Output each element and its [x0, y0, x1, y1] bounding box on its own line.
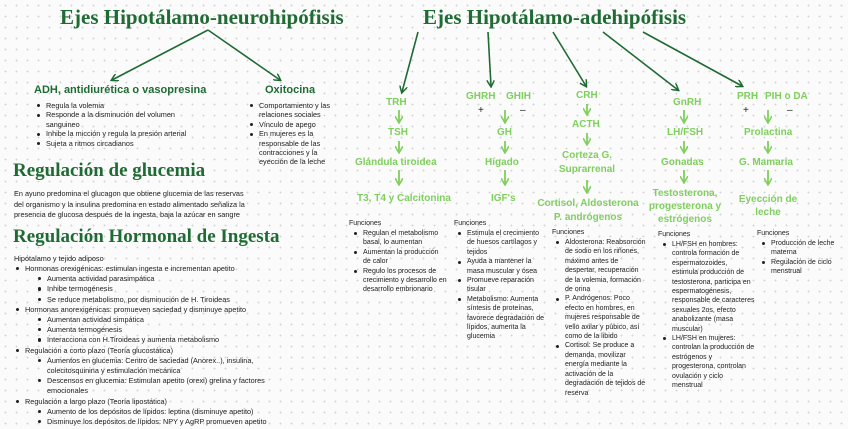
acth-label: ACTH — [572, 119, 600, 130]
adh-list: Regula la volemia Responde a la disminuc… — [35, 101, 205, 148]
igf-label: IGF's — [491, 193, 516, 204]
ingesta-list: Hormonas orexigénicas: estimulan ingesta… — [14, 264, 304, 427]
ingesta-heading: Regulación Hormonal de Ingesta — [13, 226, 280, 247]
prh-plus: + — [743, 105, 749, 116]
list-item: LH/FSH en hombres: controla formación de… — [661, 240, 755, 334]
list-item: Hormonas orexigénicas: estimulan ingesta… — [14, 264, 304, 305]
funciones-label: Funciones — [658, 231, 691, 238]
list-item: Ayuda a mantener la masa muscular y ósea — [456, 257, 546, 276]
t3-label: T3, T4 y Calcitonina — [357, 193, 451, 204]
list-item: Interacciona con H.Tiroideas y aumenta m… — [36, 335, 304, 345]
tsh-label: TSH — [388, 127, 408, 138]
list-item: Regulación a corto plazo (Teoría glucost… — [14, 346, 304, 397]
glucemia-text: En ayuno predomina el glucagon que obtie… — [14, 189, 245, 219]
ghrh-plus: + — [478, 105, 484, 116]
trh-label: TRH — [386, 97, 407, 108]
group-label: Hormonas anorexigénicas: promueven sacie… — [25, 304, 247, 314]
adh-heading: ADH, antidiurética o vasopresina — [34, 84, 207, 96]
oxitocina-list: Comportamiento y las relaciones sociales… — [248, 101, 346, 167]
list-item: Sujeta a ritmos circadianos — [35, 139, 205, 148]
list-item: Cortisol: Se produce a demanda, moviliza… — [554, 341, 646, 397]
ingesta-intro: Hipótalamo y tejido adiposo — [14, 254, 104, 263]
gonad-functions: LH/FSH en hombres: controla formación de… — [661, 240, 755, 391]
list-item: Descensos en glucemia: Estimulan apetito… — [36, 376, 304, 396]
testosterona-label: Testosterona, progesterona y estrógenos — [648, 188, 722, 225]
list-item: LH/FSH en mujeres: controlan la producci… — [661, 334, 755, 390]
list-item: Aumentos en glucemia: Centro de saciedad… — [36, 356, 304, 376]
list-item: Producción de leche materna — [760, 239, 844, 258]
ghih-label: GHIH — [506, 91, 531, 102]
list-item: Regulación de ciclo menstrual — [760, 258, 844, 277]
list-item: Promueve reparación tisular — [456, 276, 546, 295]
list-item: Regula la volemia — [35, 101, 205, 110]
oxitocina-heading: Oxitocina — [265, 84, 316, 96]
group-label: Regulación a largo plazo (Teoría lipostá… — [25, 396, 167, 406]
prolactina-label: Prolactina — [744, 127, 793, 138]
list-item: Hormonas anorexigénicas: promueven sacie… — [14, 305, 304, 346]
prolactin-functions: Producción de leche materna Regulación d… — [760, 239, 844, 277]
group-label: Regulación a corto plazo (Teoría glucost… — [25, 345, 174, 355]
gnrh-label: GnRH — [673, 97, 702, 108]
higado-label: Hígado — [485, 157, 519, 168]
list-item: Vínculo de apego — [248, 120, 346, 129]
list-item: Inhibe termogénesis — [36, 284, 304, 294]
list-item: Aumento de los depósitos de lípidos: lep… — [36, 407, 304, 417]
adeno-title: Ejes Hipotálamo-adehipófisis — [423, 5, 687, 29]
list-item: Responde a la disminución del volumen sa… — [35, 110, 205, 129]
corteza-label: Corteza G. Suprarrenal — [558, 150, 616, 175]
pih-label: PIH o DA — [765, 91, 808, 102]
list-item: Metabolismo: Aumenta síntesis de proteín… — [456, 295, 546, 342]
list-item: Aumenta termogénesis — [36, 325, 304, 335]
neuro-title: Ejes Hipotálamo-neurohipófisis — [60, 5, 344, 29]
list-item: Inhibe la micción y regula la presión ar… — [35, 129, 205, 138]
tiroidea-functions: Regulan el metabolismo basal, lo aumenta… — [352, 229, 448, 295]
group-label: Hormonas orexigénicas: estimulan ingesta… — [25, 264, 235, 273]
list-item: Aumentan la producción de calor — [352, 248, 448, 267]
eyeccion-label: Eyección de leche — [738, 194, 798, 218]
list-item: P. Andrógenos: Poco efecto en hombres, e… — [554, 294, 646, 341]
list-item: Disminuye los depósitos de lípidos: NPY … — [36, 417, 304, 427]
list-item: Regulan el metabolismo basal, lo aumenta… — [352, 229, 448, 248]
cortisol-label: Cortisol, Aldosterona P. andrógenos — [537, 198, 639, 223]
funciones-label: Funciones — [454, 220, 487, 227]
mamaria-label: G. Mamaria — [739, 157, 793, 168]
crh-label: CRH — [576, 90, 598, 101]
pih-minus: – — [787, 105, 793, 116]
list-item: Aldosterona: Reabsorción de sodio en los… — [554, 238, 646, 294]
gh-functions: Estimula el crecimiento de huesos cartíl… — [456, 229, 546, 342]
list-item: Aumenta actividad parasimpática — [36, 274, 304, 284]
lhfsh-label: LH/FSH — [667, 127, 704, 138]
adrenal-functions: Aldosterona: Reabsorción de sodio en los… — [554, 238, 646, 398]
prh-label: PRH — [737, 91, 759, 102]
list-item: En mujeres es la responsable de las cont… — [248, 129, 346, 167]
list-item: Estimula el crecimiento de huesos cartíl… — [456, 229, 546, 257]
ghih-minus: – — [520, 105, 526, 116]
funciones-label: Funciones — [757, 230, 790, 237]
funciones-label: Funciones — [552, 229, 585, 236]
list-item: Regulación a largo plazo (Teoría lipostá… — [14, 397, 304, 428]
list-item: Regulo los procesos de crecimiento y des… — [352, 267, 448, 295]
list-item: Aumentan actividad simpática — [36, 315, 304, 325]
ghrh-label: GHRH — [466, 91, 496, 102]
gonadas-label: Gonadas — [661, 157, 704, 168]
glucemia-heading: Regulación de glucemia — [13, 160, 206, 181]
funciones-label: Funciones — [349, 220, 382, 227]
list-item: Se reduce metabolismo, por disminución d… — [36, 295, 304, 305]
tiroidea-label: Glándula tiroidea — [355, 157, 437, 168]
gh-label: GH — [497, 127, 512, 138]
list-item: Comportamiento y las relaciones sociales — [248, 101, 346, 120]
